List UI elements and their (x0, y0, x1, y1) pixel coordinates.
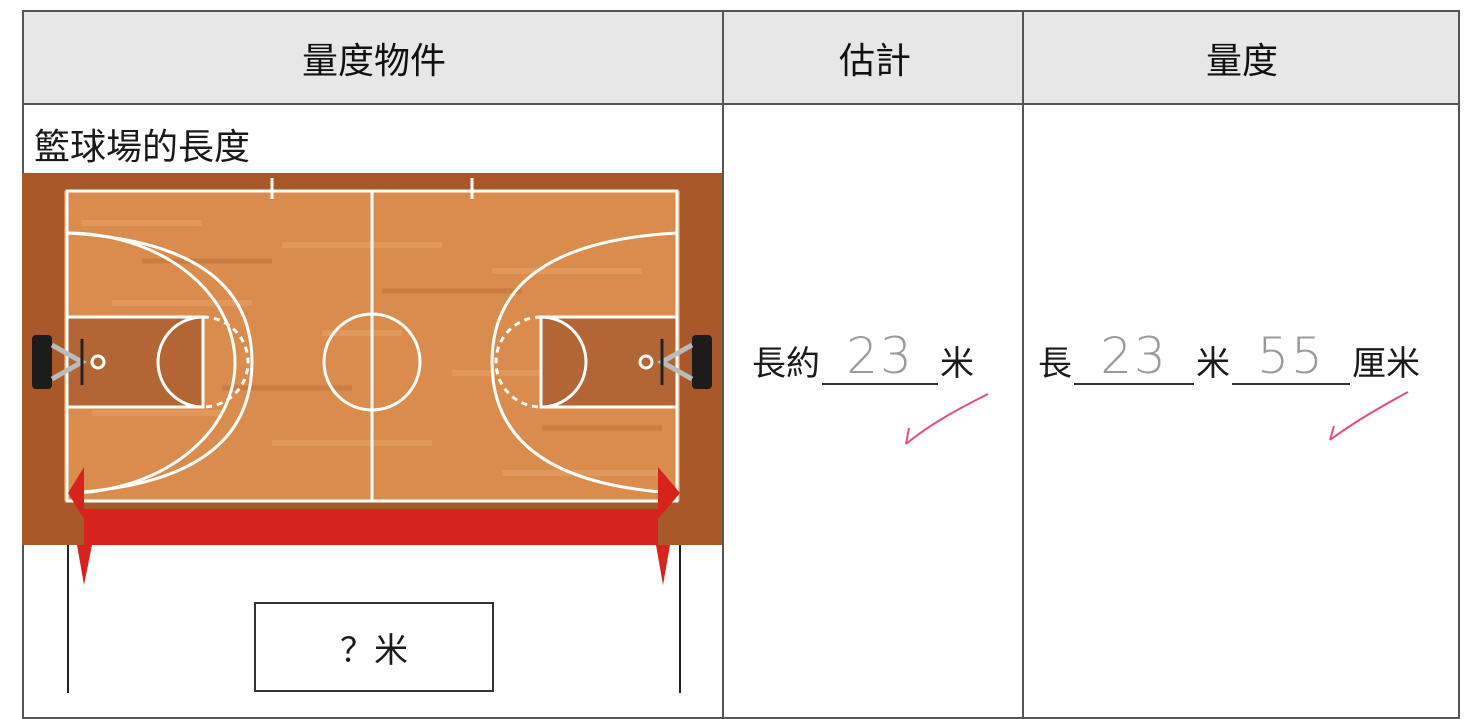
centimeters-blank[interactable]: 55 (1232, 331, 1350, 385)
table-border-bottom (22, 717, 1460, 719)
check-mark-icon (905, 393, 989, 445)
header-object: 量度物件 (301, 40, 446, 82)
length-arrow-tips (67, 545, 681, 693)
measured-object-label: 籃球場的長度 (34, 127, 251, 168)
estimate-prefix: 長約 (752, 344, 820, 384)
backboard-right (656, 335, 712, 389)
estimate-handwriting: 23 (846, 327, 914, 385)
header-measure: 量度 (1205, 40, 1278, 82)
table-border-right (1458, 10, 1460, 719)
estimate-blank[interactable]: 23 (822, 331, 938, 385)
column-divider-1 (722, 10, 724, 719)
measurement-prefix: 長 (1038, 344, 1072, 384)
centimeters-handwriting: 55 (1257, 327, 1325, 385)
header-estimate: 估計 (838, 40, 911, 82)
estimate-unit: 米 (940, 344, 974, 384)
check-mark-icon (1329, 391, 1409, 441)
measurement-answer: 長 23 米 55 厘米 (1038, 331, 1420, 385)
length-arrow (68, 467, 680, 545)
meters-blank[interactable]: 23 (1074, 331, 1194, 385)
worksheet-table: 量度物件 估計 量度 籃球場的長度 (22, 10, 1460, 719)
unknown-length-box: ？米 (254, 602, 494, 692)
basketball-court-image (22, 173, 722, 545)
meters-unit: 米 (1196, 344, 1230, 384)
centimeters-unit: 厘米 (1352, 344, 1420, 384)
meters-handwriting: 23 (1100, 327, 1168, 385)
backboard-left (32, 335, 88, 389)
estimate-answer: 長約 23 米 (752, 331, 974, 385)
table-header-row: 量度物件 估計 量度 (22, 10, 1460, 105)
column-divider-2 (1022, 10, 1024, 719)
